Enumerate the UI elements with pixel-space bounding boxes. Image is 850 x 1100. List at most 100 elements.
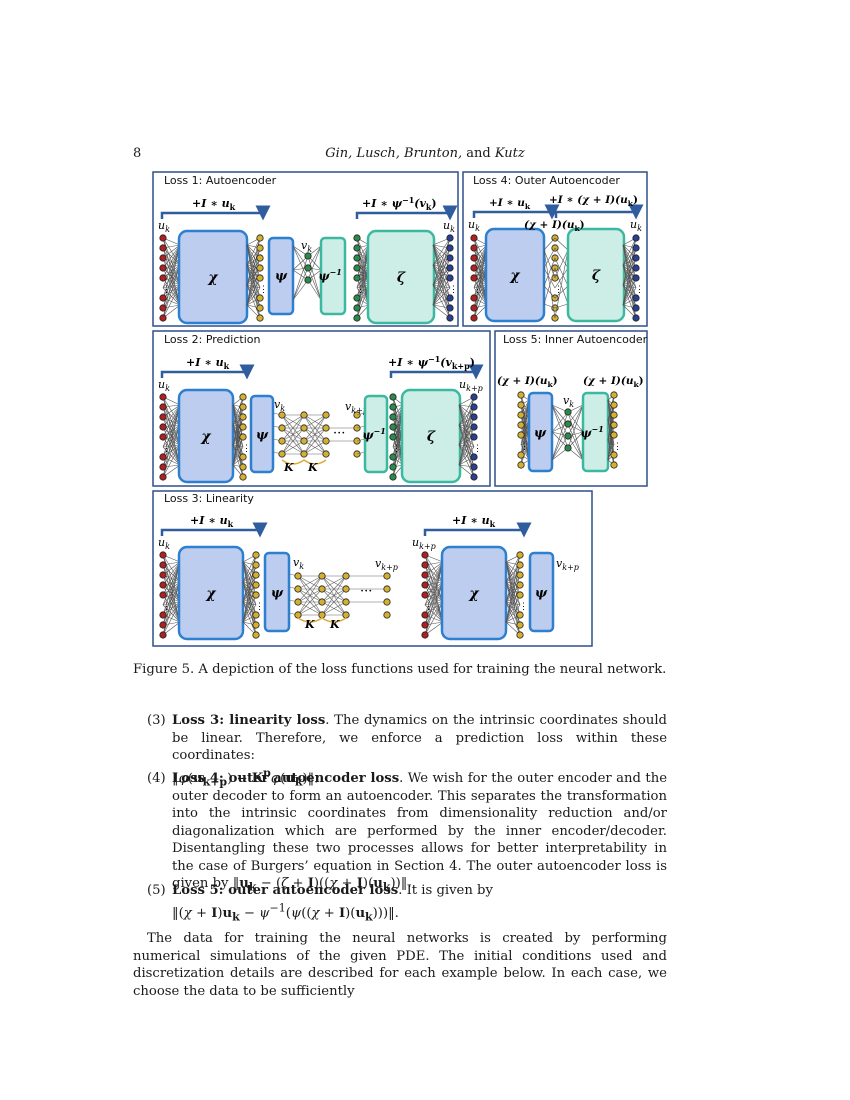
- loss3-koopman-layers: [288, 572, 391, 623]
- loss5-left-label: (χ + I)(uk): [497, 375, 558, 389]
- loss3-arrow-right-label: +I ∗ uk: [452, 514, 496, 529]
- network-node: [517, 411, 525, 419]
- ellipsis-marker: ⋮: [635, 285, 644, 295]
- loss2-skip-arrow-right: [389, 364, 484, 380]
- panel-loss5: [494, 330, 648, 487]
- loss5-right-label: (χ + I)(uk): [583, 375, 644, 389]
- network-node: [159, 393, 167, 401]
- network-edge: [162, 244, 181, 299]
- network-node: [383, 598, 391, 606]
- network-edge: [543, 257, 556, 287]
- network-edge: [424, 601, 444, 626]
- loss3-skip-arrow-right: [423, 522, 532, 538]
- network-node: [470, 264, 478, 272]
- network-edge: [567, 404, 584, 449]
- network-node: [470, 314, 478, 322]
- network-edge: [307, 267, 322, 301]
- network-edge: [246, 244, 261, 269]
- network-edge: [554, 257, 569, 287]
- network-edge: [162, 561, 181, 586]
- network-node: [318, 585, 326, 593]
- network-edge: [424, 561, 444, 596]
- network-node: [421, 611, 429, 619]
- network-edge: [567, 404, 584, 425]
- network-node: [421, 581, 429, 589]
- network-node: [322, 424, 330, 432]
- loss2-psi-box: [249, 394, 275, 474]
- loss2-arrow-right-label: +I ∗ ψ−1(vk+p): [388, 354, 475, 371]
- network-edge: [242, 561, 257, 586]
- network-node: [300, 424, 308, 432]
- network-edge: [543, 249, 556, 279]
- network-edge: [303, 427, 327, 455]
- loss1-input-label: uk: [158, 219, 170, 234]
- network-node: [610, 421, 618, 429]
- loss2-psi-inv-label: ψ−1: [362, 426, 386, 442]
- loss4-arrow-right-label: +I ∗ (χ + I)(uk): [549, 194, 638, 208]
- network-edge: [281, 440, 305, 455]
- loss4-chi-label: χ: [509, 268, 520, 284]
- network-edge: [505, 561, 521, 586]
- loss1-chi-box: [177, 229, 249, 325]
- loss3-k2-label: K: [329, 618, 340, 631]
- network-node: [517, 451, 525, 459]
- network-node: [516, 561, 524, 569]
- loss2-koopman-layers: [272, 411, 366, 465]
- network-edge: [424, 581, 444, 626]
- loss2-k2-label: K: [307, 461, 318, 474]
- network-node: [470, 473, 478, 481]
- network-node: [389, 433, 397, 441]
- network-node: [632, 244, 640, 252]
- network-node: [304, 264, 312, 272]
- koopman-brace: [297, 617, 347, 623]
- loss2-diagram: ⋮ χ ⋮ ψ vk vk+p ··· K K ψ−1 ⋮ ζ ⋮ +I ∗ u…: [158, 354, 484, 484]
- network-node: [446, 314, 454, 322]
- network-node: [239, 413, 247, 421]
- network-edge: [551, 404, 569, 437]
- loss3-diagram: ⋮ χ ⋮ ψ vk vk+p ··· K K ⋮ χ ⋮ ψ vk+p +I …: [158, 514, 579, 641]
- network-edge: [424, 561, 444, 636]
- loss2-ellipsis: ···: [333, 426, 345, 441]
- network-node: [517, 401, 525, 409]
- network-edge: [554, 237, 569, 251]
- network-node: [516, 631, 524, 639]
- network-edge: [292, 279, 309, 301]
- loss4-skip-arrow-right: [554, 204, 644, 220]
- loss3-input-label: uk: [158, 536, 170, 551]
- network-node: [470, 413, 478, 421]
- network-edge: [505, 601, 521, 636]
- list-item-loss5: (5) Loss 5: outer autoencoder loss. It i…: [147, 883, 493, 924]
- network-edge: [162, 404, 181, 438]
- network-node: [159, 314, 167, 322]
- network-edge: [551, 411, 569, 461]
- ellipsis-marker: ⋮: [554, 285, 563, 295]
- network-node: [159, 473, 167, 481]
- loss4-diagram: ⋮ χ ⋮ ζ ⋮ +I ∗ uk +I ∗ (χ + I)(uk) (χ + …: [468, 194, 644, 323]
- network-node: [446, 234, 454, 242]
- network-node: [564, 420, 572, 428]
- network-node: [159, 561, 167, 569]
- network-node: [342, 611, 350, 619]
- network-node: [517, 421, 525, 429]
- network-node: [159, 413, 167, 421]
- network-node: [470, 244, 478, 252]
- network-node: [564, 432, 572, 440]
- network-node: [252, 631, 260, 639]
- network-node: [256, 244, 264, 252]
- loss5-formula: ‖(χ + I)uk − ψ−1(ψ((χ + I)(uk)))‖.: [172, 901, 399, 924]
- network-edge: [432, 244, 451, 269]
- network-node: [159, 244, 167, 252]
- network-node: [516, 551, 524, 559]
- loss3-psi2-box: [528, 551, 555, 633]
- network-edge: [321, 601, 347, 616]
- network-edge: [162, 561, 181, 596]
- network-edge: [246, 244, 261, 299]
- loss2-output-layer: ⋮: [458, 393, 482, 481]
- network-edge: [232, 404, 244, 438]
- panel-loss1: [152, 171, 459, 327]
- network-node: [353, 254, 361, 262]
- network-node: [632, 294, 640, 302]
- network-node: [610, 451, 618, 459]
- network-edge: [520, 399, 530, 426]
- network-node: [446, 274, 454, 282]
